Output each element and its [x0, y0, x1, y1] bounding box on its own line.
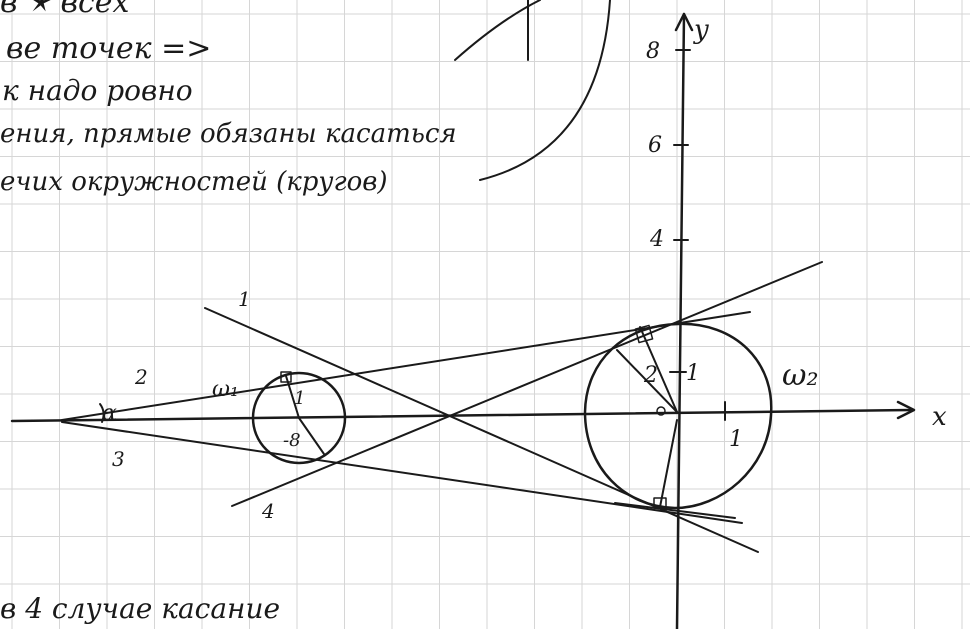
tangent-line-3-extra [614, 502, 736, 519]
x-tick-label-1: 1 [729, 427, 743, 452]
note-line-2: ве точек => [6, 31, 211, 66]
tangent-line-1 [204, 307, 759, 553]
circle-omega-1 [251, 371, 347, 465]
y-axis-arrow [674, 12, 694, 32]
omega-2-name: ω₂ [782, 358, 819, 393]
y-tick-label-1: 1 [686, 361, 700, 386]
note-line-3: к надо ровно [2, 74, 193, 107]
circles: 1 -8 2 ω₁ ω₂ [212, 322, 819, 510]
radius-omega-2-mid [616, 349, 678, 413]
right-angle-mark-1 [280, 371, 292, 383]
note-bottom: в 4 случае касание [0, 592, 280, 625]
omega-1-radius-label: 1 [294, 388, 305, 409]
y-tick-label-4: 4 [649, 227, 664, 252]
radius-omega-1-bottom [298, 417, 325, 455]
x-axis-arrow [896, 400, 916, 420]
note-line-4: ения, прямые обязаны касаться [0, 119, 457, 149]
omega-2-radius-label: 2 [643, 363, 658, 388]
radius-omega-2-bottom [659, 419, 678, 508]
sketch-line-a [454, 0, 541, 61]
tangent-label-2: 2 [134, 365, 148, 389]
radius-omega-1-top [285, 375, 300, 419]
omega-1-center-label: -8 [283, 430, 301, 451]
circle-omega-2 [583, 322, 773, 510]
tangent-line-2 [61, 311, 751, 421]
origin-point [656, 406, 666, 416]
y-tick-label-6: 6 [648, 133, 662, 158]
y-axis-name: y [693, 15, 709, 45]
tangent-label-4: 4 [261, 499, 275, 523]
tangent-line-3 [61, 421, 743, 524]
y-tick-label-8: 8 [646, 39, 660, 64]
tangent-label-1: 1 [238, 287, 251, 311]
tangent-lines: 1 2 3 4 α [61, 261, 823, 553]
x-axis [10, 408, 914, 423]
tangent-line-4 [231, 261, 823, 507]
tangent-label-3: 3 [112, 447, 125, 471]
omega-1-name: ω₁ [212, 377, 239, 402]
x-axis-name: x [932, 402, 947, 432]
coordinate-axes: x y 8 6 4 1 1 [10, 12, 947, 629]
note-line-5: ечих окружностей (кругов) [0, 167, 388, 197]
angle-alpha-label: α [102, 401, 117, 426]
top-sketch [454, 0, 611, 181]
sketch-arc [479, 0, 611, 181]
handwritten-notes: в 🟉 всех ве точек => к надо ровно ения, … [0, 0, 457, 625]
note-line-1: в 🟉 всех [0, 0, 130, 20]
angle-arc [99, 403, 105, 423]
